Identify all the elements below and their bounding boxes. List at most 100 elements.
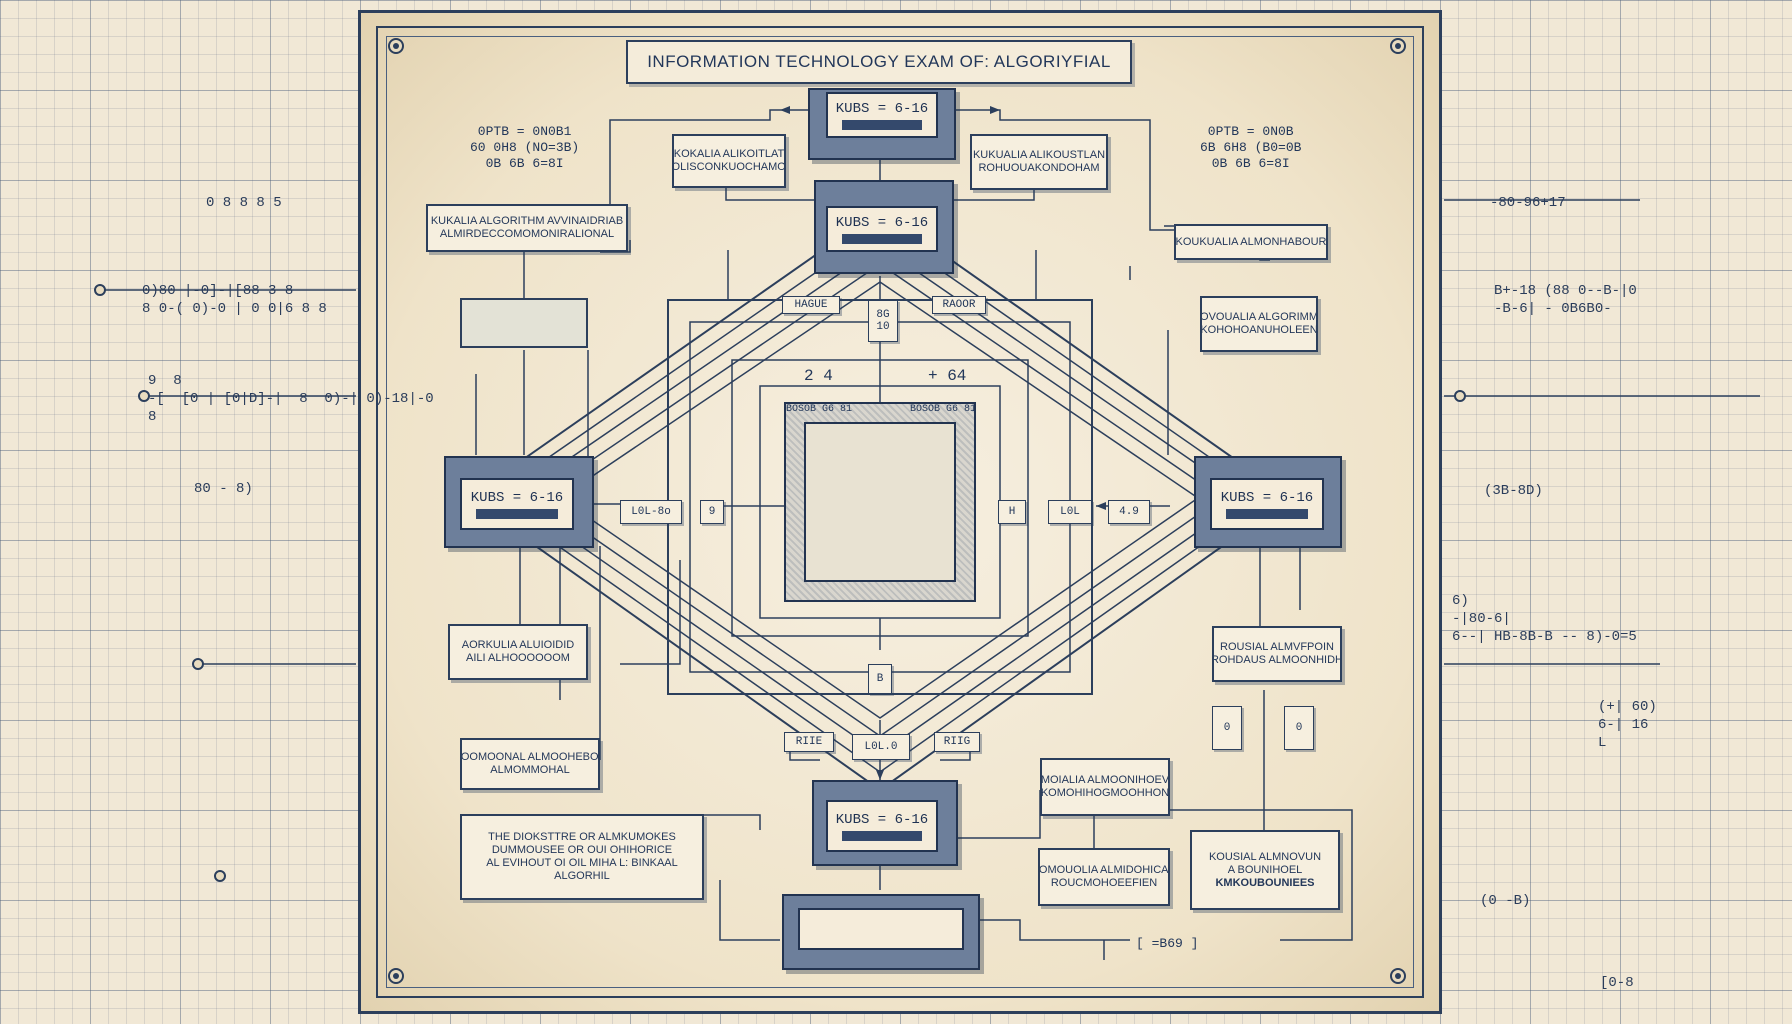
rivet-icon [1390, 38, 1406, 54]
label-right-h: H [998, 500, 1026, 524]
box-right-upper: KOUKUALIA ALMONHABOUR [1174, 224, 1328, 260]
side-annotation-right-3: (3B-8D) [1484, 483, 1543, 499]
box-line: ROUSIAL ALMVFPOIN [1220, 641, 1334, 653]
label-left-lo: L0L-8o [620, 500, 682, 524]
box-line: KOOMOONAL ALMOOHEBON [460, 751, 600, 763]
label-bottom-box: B [868, 664, 892, 694]
node-bar [476, 508, 558, 519]
side-annotation-left-2: 0)80 |-0]-|[88 3 8 8 0-( 0)-0 | 0 0|6 8 … [142, 283, 327, 317]
center-number-right: + 64 [928, 367, 967, 385]
diagram-title: INFORMATION TECHNOLOGY EXAM OF: ALGORIYF… [626, 40, 1132, 84]
label-top-small-left: HAGUE [782, 296, 840, 314]
blueprint-frame-inner [376, 26, 1424, 998]
node-label-text: KUBS = 6-16 [835, 100, 929, 117]
rivet-icon [1390, 968, 1406, 984]
box-line: DUMMOUSEE OR OUI OHIHORICE [491, 844, 673, 856]
label-top-small-right: RAOOR [932, 296, 986, 314]
box-description: THE DIOKSTTRE OR ALMKUMOKES DUMMOUSEE OR… [460, 814, 704, 900]
side-annotation-left-3: 9 8 -[ [0 | [0|D]-| 8 0)-| 0)-18|-0 8 [148, 373, 434, 425]
box-line: KOUKUALIA ALMONHABOUR [1175, 235, 1327, 248]
side-annotation-right-7: [0-8 [1600, 975, 1634, 991]
node-left-label[interactable]: KUBS = 6-16 [460, 478, 574, 530]
side-annotation-left-4: 80 - 8) [194, 481, 253, 497]
label-bottom-small-0a: 0 [1212, 706, 1242, 750]
box-line: KOMOUOLIA ALMIDOHICAN [1038, 864, 1170, 876]
marker-dot-icon [1454, 390, 1466, 402]
label-bottom-left: RIIE [784, 732, 834, 752]
label-bottom-right: RIIG [934, 732, 980, 752]
box-line: ROUCMOHOEEFIEN [1050, 877, 1158, 889]
box-line: ALMIRDECCOMOMONIRALIONAL [439, 228, 615, 240]
label-bottom-small-0b: 0 [1284, 706, 1314, 750]
node-bar [842, 233, 922, 244]
box-line: KOMOHIHOGMOOHHON [1040, 787, 1170, 799]
node-label-text: KUBS = 6-16 [835, 214, 929, 231]
box-line: KUKALIA ALGORITHM AVVINAIDRIAB [430, 215, 624, 227]
box-line: AORKULIA ALUIOIDID [461, 639, 575, 651]
node-right-label[interactable]: KUBS = 6-16 [1210, 478, 1324, 530]
center-label-right: BOSOB G6 81 [910, 404, 977, 415]
box-right-bottom: KOUSIAL ALMNOVUN A BOUNIHOEL KMKOUBOUNIE… [1190, 830, 1340, 910]
label-left-nine: 9 [700, 500, 724, 524]
box-line: KOKALIA ALIKOITLAT [673, 148, 785, 160]
marker-dot-icon [214, 870, 226, 882]
label-text: 10 [876, 321, 890, 333]
box-line: ROMOIALIA ALMOONIHOEVON [1040, 774, 1170, 786]
box-line: ROHDAUS ALMOONHIDH [1212, 654, 1342, 666]
annotation-top-left: 0PTB = 0N0B1 60 0H8 (NO=3B) 0B 6B 6=8I [470, 124, 580, 171]
rivet-icon [388, 38, 404, 54]
inset-wave-panel [460, 298, 588, 348]
label-bottom-formula: [ =B69 ] [1136, 936, 1199, 951]
node-bottom-label[interactable]: KUBS = 6-16 [826, 800, 938, 852]
side-annotation-right-6: (0 -B) [1480, 893, 1531, 909]
side-annotation-right-5: (+| 60) 6-| 16 L [1598, 699, 1657, 751]
box-line: AL EVIHOUT OI OIL MIHA L: BINKAAL [486, 857, 678, 869]
marker-dot-icon [192, 658, 204, 670]
center-core [804, 422, 956, 582]
box-top-left: KOKALIA ALIKOITLATEOLISCONKUOCHAMOU [672, 134, 786, 188]
box-line: KMKOUBOUNIEES [1215, 876, 1315, 889]
annotation-top-right: 0PTB = 0N0B 6B 6H8 (B0=0B 0B 6B 6=8I [1200, 124, 1302, 171]
node-bar [842, 830, 922, 841]
box-line: A BOUNIHOEL [1227, 863, 1303, 876]
node-bar [842, 119, 922, 130]
box-right-mid: KOVOUALIA ALGORIMMAKOHOHOANUHOLEEN [1200, 296, 1318, 352]
box-line: KOHOHOANUHOLEEN [1200, 324, 1318, 336]
marker-dot-icon [138, 390, 150, 402]
side-annotation-right-2: B+-18 (88 0--B-|0 -B-6| - 0B6B0- [1494, 283, 1637, 317]
node-top-inner-label[interactable]: KUBS = 6-16 [826, 206, 938, 252]
blueprint-frame-inner-2 [386, 36, 1414, 988]
box-line: ALGORHIL [554, 870, 610, 882]
label-right-num: 4.9 [1108, 500, 1150, 524]
box-line: ROHUOUAKONDOHAM [978, 162, 1100, 174]
box-line: AILI ALHOOOOOOM [466, 652, 570, 664]
node-label-text: KUBS = 6-16 [470, 489, 564, 506]
center-label-left: BOSOB G6 81 [786, 404, 853, 415]
box-line: ALMOMMOHAL [490, 764, 570, 776]
box-line: THE DIOKSTTRE OR ALMKUMOKES [488, 831, 676, 843]
box-line: EOLISCONKUOCHAMOU [672, 161, 786, 173]
side-annotation-right-4: 6) -|80-6| 6--| HB-8B-B -- 8)-0=5 [1452, 593, 1637, 645]
marker-dot-icon [94, 284, 106, 296]
rivet-icon [388, 968, 404, 984]
box-line: KOVOUALIA ALGORIMMA [1200, 311, 1318, 323]
side-annotation-left-1: 0 8 8 8 5 [206, 195, 282, 211]
node-bottom-base-inner[interactable] [798, 908, 964, 950]
box-center-right-low: ROMOIALIA ALMOONIHOEVONKOMOHIHOGMOOHHON [1040, 758, 1170, 816]
label-bottom-mid: L0L.0 [852, 734, 910, 760]
node-bar [1226, 508, 1308, 519]
box-line: KOUSIAL ALMNOVUN [1208, 850, 1322, 863]
label-right-lo: L0L [1048, 500, 1092, 524]
node-label-text: KUBS = 6-16 [835, 811, 929, 828]
side-annotation-right-1: -80-96+17 [1490, 195, 1566, 211]
node-top-outer-label[interactable]: KUBS = 6-16 [826, 92, 938, 138]
node-label-text: KUBS = 6-16 [1220, 489, 1314, 506]
label-text: 8G [876, 309, 890, 321]
